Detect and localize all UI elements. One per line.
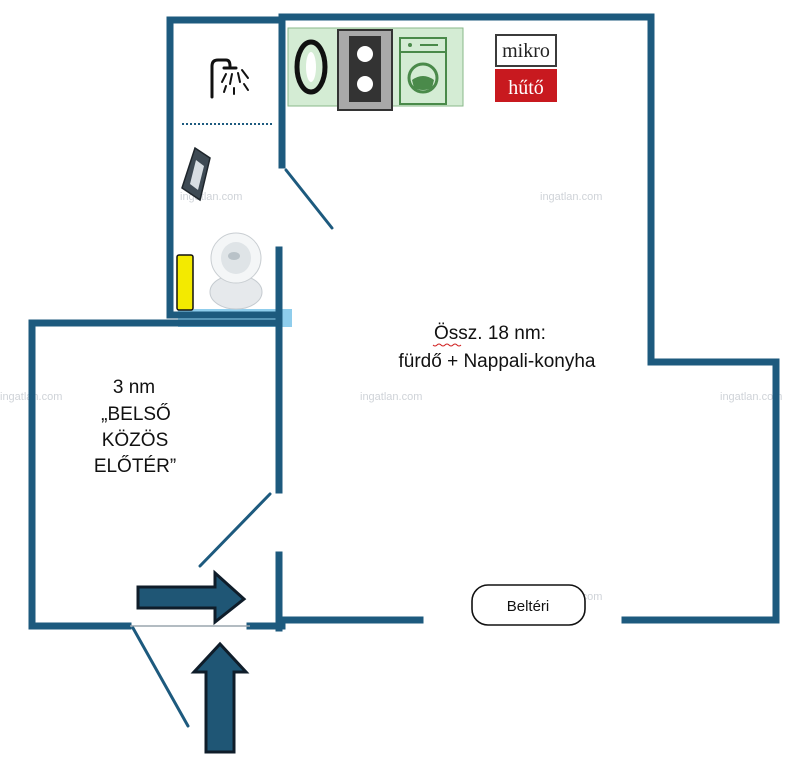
bath-wall bbox=[166, 16, 283, 319]
hall-label-line3: KÖZÖS bbox=[102, 430, 169, 451]
watermark-4: ingatlan.com bbox=[360, 391, 422, 403]
watermark-5: ingatlan.com bbox=[720, 391, 782, 403]
stove-icon bbox=[337, 29, 393, 111]
oval-sink-icon bbox=[294, 39, 328, 95]
sink-icon bbox=[181, 146, 211, 202]
fridge-label: hűtő bbox=[508, 77, 544, 99]
spellcheck-underline bbox=[432, 343, 462, 347]
main-room-label-line1: Össz. 18 nm: bbox=[434, 323, 546, 344]
main-wall-top bbox=[278, 13, 780, 624]
hall-label-line2: „BELSŐ bbox=[101, 403, 171, 425]
shower-icon bbox=[210, 58, 249, 99]
hall-label-line1: 3 nm bbox=[113, 377, 155, 398]
balcony-label-text: Beltéri bbox=[507, 598, 550, 615]
entrance-door bbox=[131, 626, 190, 728]
hall-wall bbox=[28, 319, 283, 630]
washing-machine-icon bbox=[399, 37, 447, 105]
arrow-up-icon bbox=[190, 641, 250, 754]
yellow-item bbox=[176, 254, 194, 311]
toilet-icon bbox=[209, 232, 263, 310]
microwave: mikro bbox=[495, 34, 557, 67]
watermark-2: ingatlan.com bbox=[540, 191, 602, 203]
hall-to-room-door bbox=[198, 492, 272, 568]
fridge: hűtő bbox=[495, 69, 557, 102]
walls bbox=[28, 13, 780, 632]
doors bbox=[131, 168, 334, 728]
main-room-label-line2: fürdő + Nappali-konyha bbox=[399, 351, 596, 372]
microwave-label: mikro bbox=[502, 40, 550, 62]
hall-label-line4: ELŐTÉR” bbox=[94, 455, 176, 477]
balcony-label: Beltéri bbox=[471, 584, 586, 626]
bath-door bbox=[284, 168, 334, 230]
arrow-right-icon bbox=[136, 569, 247, 626]
